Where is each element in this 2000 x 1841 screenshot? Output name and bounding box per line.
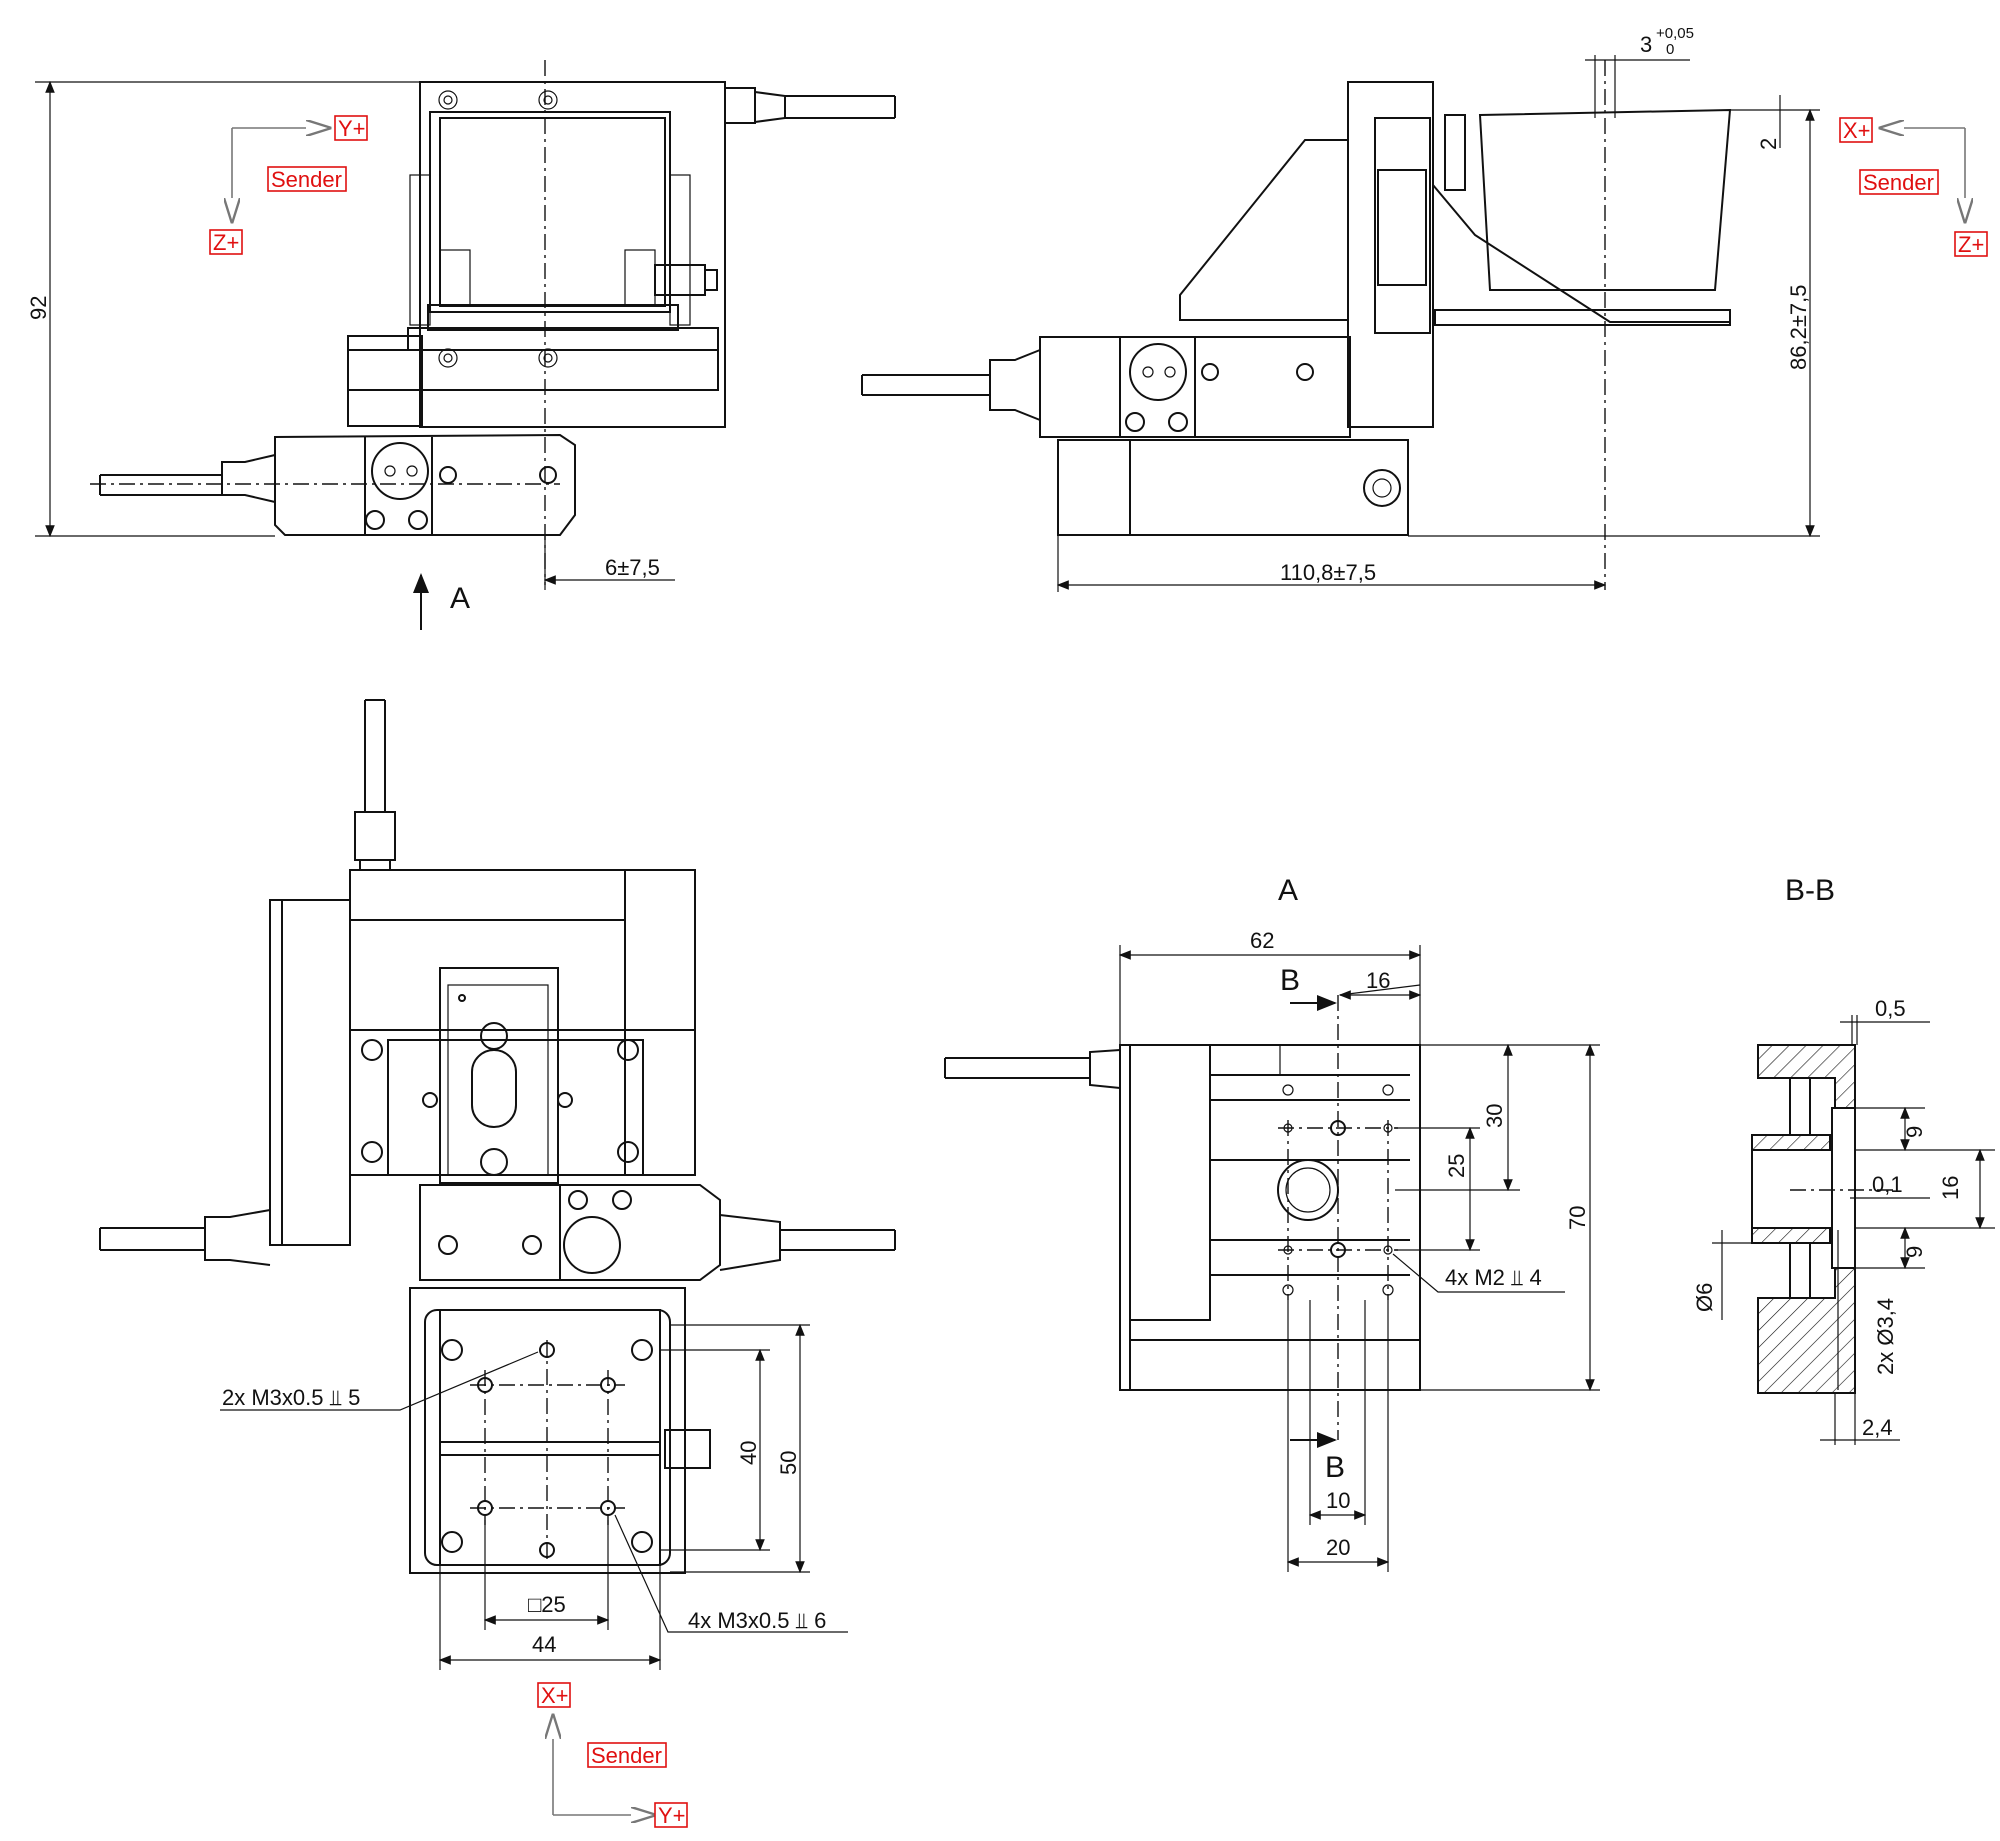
dim-0-1: 0,1 [1872,1172,1903,1197]
dim-3-lower-tol: 0 [1666,41,1674,58]
dim-40: 40 [736,1441,761,1465]
note-2x-m3-depth5: 2x M3x0.5 ⫫ 5 [222,1385,360,1410]
axis-label-x-right: X+ [1843,118,1871,143]
dim-height-92: 92 [26,296,51,320]
dim-0-5: 0,5 [1875,996,1906,1021]
dim-3: 3 [1640,32,1652,57]
dim-62: 62 [1250,928,1274,953]
note-4x-m3-depth6: 4x M3x0.5 ⫫ 6 [688,1608,826,1633]
dim-86-2: 86,2±7,5 [1786,285,1811,370]
axis-label-z-right: Z+ [1958,232,1984,257]
view-title-a: A [1278,874,1298,907]
axis-indicator-left [232,128,330,222]
dim-25: 25 [1444,1154,1469,1178]
section-marker-b-bottom: B [1325,1451,1345,1484]
dim-9-top: 9 [1902,1126,1927,1138]
axis-label-y-left: Y+ [338,116,366,141]
dim-50: 50 [776,1451,801,1475]
dim-16-a: 16 [1366,968,1390,993]
dim-3-upper-tol: +0,05 [1656,25,1694,42]
dim-square-25: □25 [528,1592,566,1617]
dim-9-bottom: 9 [1902,1246,1927,1258]
section-marker-b-top: B [1280,964,1300,997]
dim-44: 44 [532,1632,556,1657]
view-arrow-a: A [450,582,470,615]
side-view-left [35,60,896,630]
dim-2: 2 [1756,138,1781,150]
dim-70: 70 [1565,1206,1590,1230]
axis-label-x-bottom: X+ [541,1683,569,1708]
sender-label-bottom: Sender [591,1743,662,1768]
dim-10: 10 [1326,1488,1350,1513]
view-title-bb: B-B [1785,874,1835,907]
sender-label-left: Sender [271,167,342,192]
top-view [99,699,896,1670]
axis-label-y-bottom: Y+ [658,1803,686,1828]
axis-indicator-right [1880,128,1965,222]
dim-diameter-6: Ø6 [1692,1283,1717,1312]
dim-110-8: 110,8±7,5 [1280,560,1376,585]
section-b-b [1712,1015,1995,1445]
axis-indicator-bottom [553,1715,655,1815]
note-4x-m2-depth4: 4x M2 ⫫ 4 [1445,1265,1542,1290]
dim-16-bb: 16 [1938,1176,1963,1200]
axis-label-z-left: Z+ [213,230,239,255]
dim-2-4: 2,4 [1862,1415,1893,1440]
sender-label-right: Sender [1863,170,1934,195]
dim-20: 20 [1326,1535,1350,1560]
dim-2x-diameter-3-4: 2x Ø3,4 [1873,1298,1898,1375]
view-a [944,945,1600,1572]
dim-offset-6: 6±7,5 [605,555,660,580]
side-view-right [861,55,1820,592]
dim-30: 30 [1482,1104,1507,1128]
